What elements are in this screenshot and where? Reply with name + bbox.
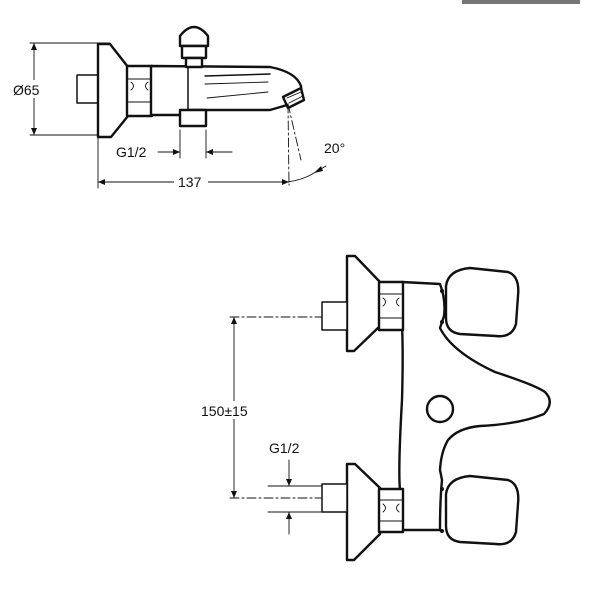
angle-label: 20°	[324, 140, 345, 156]
center-distance-dimension: 150±15	[199, 316, 346, 499]
upper-wall-pipe	[321, 301, 348, 331]
thread-label-top: G1/2	[116, 144, 147, 160]
spout-angle-line	[287, 103, 302, 161]
cropped-header-mark	[462, 0, 580, 4]
spout-vertical-line	[287, 103, 290, 186]
angle-dimension: 20°	[286, 140, 345, 183]
lower-wall-flange	[345, 462, 382, 562]
wall-pipe	[76, 74, 101, 104]
length-label: 137	[178, 174, 202, 190]
front-view: 150±15 G1/2	[199, 254, 551, 562]
upper-hex-nut	[377, 280, 405, 332]
side-view: Ø65	[12, 25, 345, 190]
lower-handle	[440, 474, 520, 546]
upper-handle	[440, 266, 520, 338]
hex-nut	[125, 64, 154, 118]
mixer-body	[149, 64, 303, 117]
lower-wall-pipe	[321, 483, 348, 513]
upper-wall-flange	[345, 254, 382, 353]
diverter-knob	[178, 25, 210, 69]
length-dimension: 137	[97, 137, 290, 190]
outlet-bracket	[178, 108, 208, 128]
lower-hex-nut	[377, 487, 405, 534]
spout-aerator	[281, 86, 306, 110]
center-distance-label: 150±15	[201, 403, 248, 419]
diameter-dimension: Ø65	[12, 42, 111, 136]
wall-flange	[96, 42, 130, 139]
outlet-bore	[425, 394, 455, 424]
thread-label-bottom: G1/2	[269, 440, 300, 456]
mixer-body-front	[398, 280, 551, 532]
thread-dimension-top: G1/2	[116, 129, 233, 160]
diameter-label: Ø65	[13, 82, 40, 98]
thread-dimension-bottom: G1/2	[267, 440, 327, 535]
